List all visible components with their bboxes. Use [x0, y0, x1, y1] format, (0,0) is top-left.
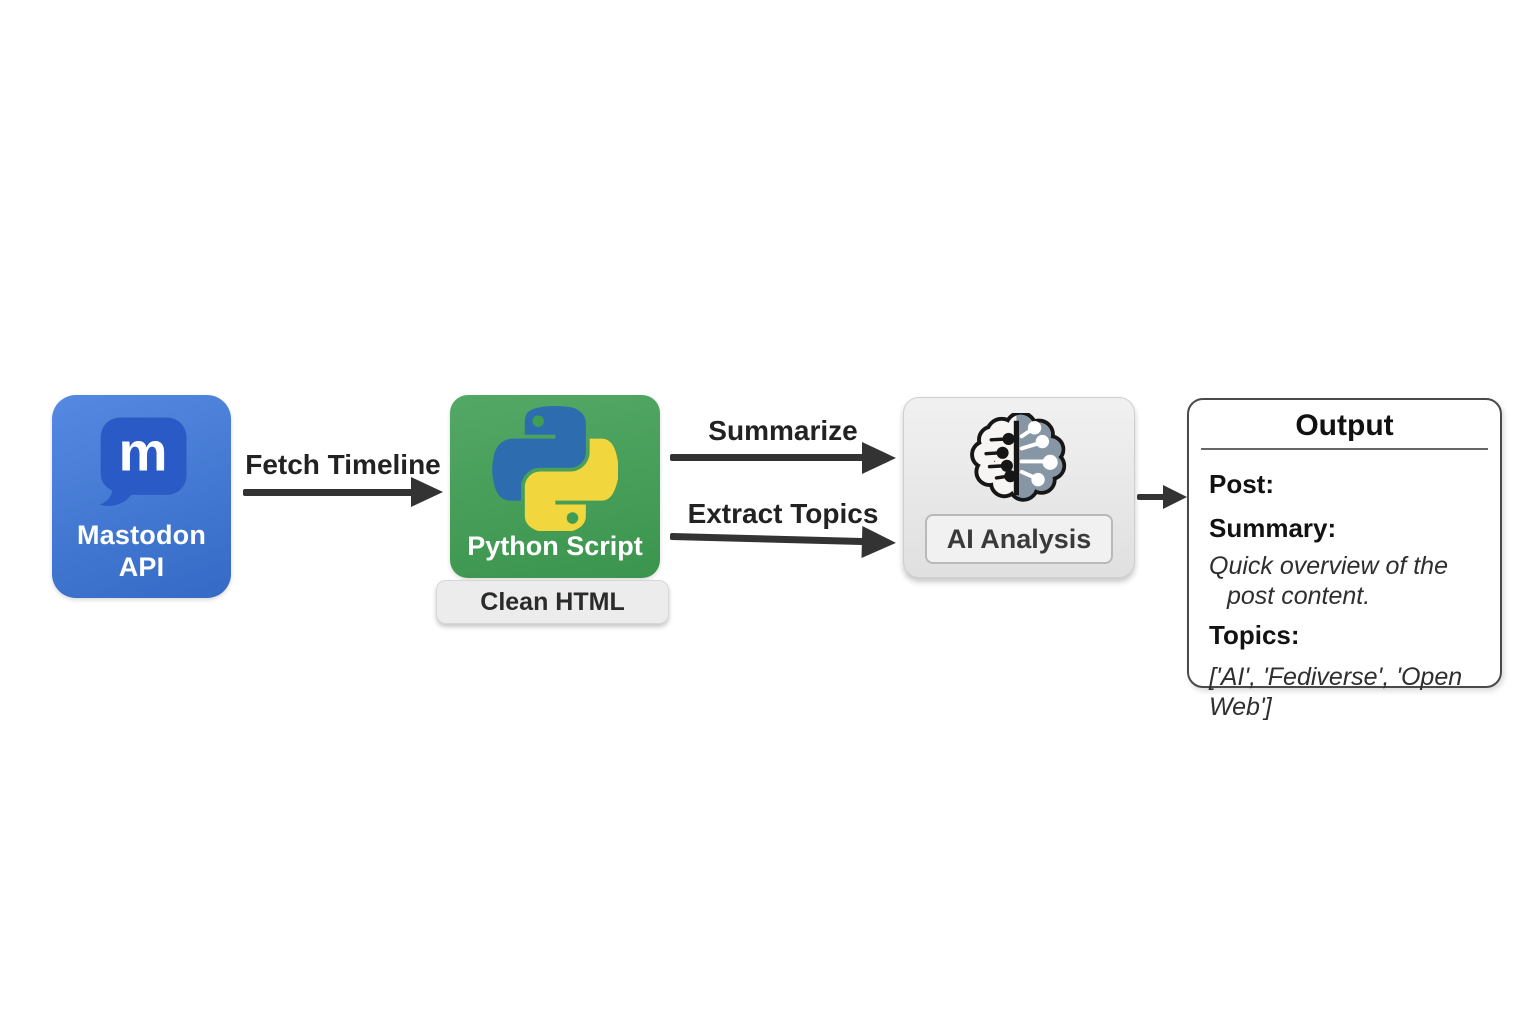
fetch-timeline-arrow-label: Fetch Timeline — [245, 449, 441, 480]
fetch-timeline-arrow — [243, 489, 413, 496]
mastodon-api-node: m Mastodon API — [52, 395, 231, 598]
extract-topics-arrow — [669, 526, 900, 559]
summarize-arrow-label: Summarize — [708, 415, 858, 446]
mastodon-node-label: Mastodon API — [76, 520, 207, 582]
extract-topics-arrowhead-icon — [861, 526, 897, 559]
svg-text:m: m — [118, 420, 167, 482]
mastodon-logo-icon: m — [99, 417, 187, 507]
summarize-arrowhead-icon — [862, 442, 896, 474]
output-title: Output — [1295, 409, 1394, 442]
clean-html-badge-label: Clean HTML — [480, 587, 625, 616]
ai-to-output-arrow — [1137, 494, 1165, 500]
ai-analysis-label-box: AI Analysis — [925, 514, 1113, 564]
ai-analysis-label: AI Analysis — [946, 523, 1092, 554]
ai-to-output-arrowhead-icon — [1163, 485, 1187, 509]
extract-topics-arrow-label: Extract Topics — [687, 498, 879, 529]
ai-brain-icon — [967, 413, 1071, 503]
ai-analysis-node: AI Analysis — [903, 397, 1135, 578]
output-title-divider — [1201, 448, 1488, 450]
output-post-label: Post: — [1209, 469, 1274, 499]
output-topics-label: Topics: — [1209, 620, 1300, 650]
extract-topics-arrow-line — [669, 533, 865, 546]
python-script-node: Python Script — [450, 395, 660, 578]
output-topics-value: ['AI', 'Fediverse', 'Open Web'] — [1209, 663, 1463, 721]
python-node-label: Python Script — [467, 531, 643, 561]
output-summary-label: Summary: — [1209, 513, 1337, 543]
clean-html-badge: Clean HTML — [436, 580, 669, 624]
summarize-arrow — [670, 454, 864, 461]
python-logo-icon — [492, 406, 618, 531]
output-summary-value: Quick overview of the post content. — [1209, 552, 1448, 610]
output-node: Output Post: Summary: Quick overview of … — [1187, 398, 1502, 721]
fetch-timeline-arrowhead-icon — [411, 477, 443, 507]
